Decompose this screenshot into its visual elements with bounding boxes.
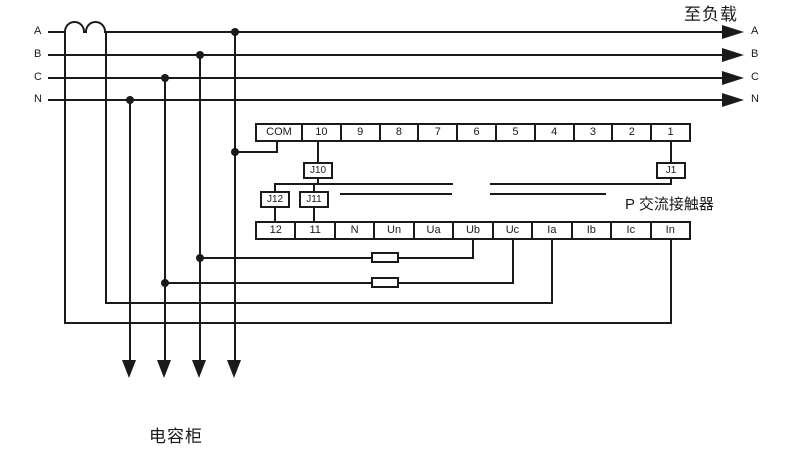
terminal-ub: Ub [452,223,491,238]
wire-ia-to-ct [105,302,553,304]
dropper-phase-a [234,32,236,362]
terminal-5: 5 [494,125,534,140]
wire-coil-bus-left [275,183,453,185]
terminal-6: 6 [456,125,495,140]
wire-coil-bus-right [490,183,672,185]
phase-label-right-n: N [751,93,759,105]
wire-in-to-ct [64,322,672,324]
terminal-un: Un [373,223,412,238]
dropper-phase-b [199,55,201,362]
terminal-ib: Ib [570,223,610,238]
wire-bus-j12 [274,183,276,191]
wire-j10-bus [317,179,319,185]
terminal-9: 9 [339,125,379,140]
terminal-7: 7 [417,125,456,140]
load-label: 至负载 [684,5,738,24]
fuse-uc [371,277,399,288]
terminal-strip-top: COM 10 9 8 7 6 5 4 3 2 1 [255,123,691,142]
relay-j11: J11 [299,191,329,208]
terminal-8: 8 [378,125,418,140]
contactor-label: P 交流接触器 [625,196,714,213]
wire-ub-to-b [199,257,474,259]
wire-uc-to-c [164,282,514,284]
terminal-ia: Ia [531,223,570,238]
wire-ct-lead-in [64,32,66,324]
terminal-n: N [333,223,373,238]
phase-label-left-b: B [34,48,42,60]
wire-omission-dash-left [340,193,452,195]
capacitor-cabinet-label: 电容柜 [149,427,203,446]
wire-ub-drop [472,240,474,259]
wire-uc-drop [512,240,514,284]
junction-dot [161,74,169,82]
terminal-4: 4 [533,125,573,140]
arrow-right-c-icon [722,71,744,85]
terminal-1: 1 [650,125,689,140]
wire-j11-terminal11 [313,208,315,221]
phase-label-left-n: N [34,93,42,105]
arrow-down-c-icon [157,360,171,378]
terminal-2: 2 [611,125,650,140]
wire-j1-bus [670,179,672,185]
phase-label-right-b: B [751,48,759,60]
wire-terminal1-j1 [670,142,672,162]
wire-ct-lead-ia [105,32,107,304]
junction-dot [126,96,134,104]
phase-label-left-a: A [34,25,42,37]
wire-in-drop [670,240,672,324]
wire-com-drop [276,142,278,153]
arrow-right-n-icon [722,93,744,107]
relay-j1: J1 [656,162,686,179]
current-transformer-icon [85,21,106,33]
terminal-11: 11 [294,223,333,238]
terminal-10: 10 [301,125,340,140]
phase-line-b [48,54,724,56]
arrow-down-a-icon [227,360,241,378]
phase-line-c [48,77,724,79]
relay-j12: J12 [260,191,290,208]
wire-ia-drop [551,240,553,304]
terminal-strip-bottom: 12 11 N Un Ua Ub Uc Ia Ib Ic In [255,221,691,240]
dropper-phase-n [129,100,131,362]
wire-j12-terminal12 [274,208,276,221]
wire-com-to-a [235,151,278,153]
terminal-in: In [649,223,689,238]
terminal-uc: Uc [491,223,531,238]
terminal-ua: Ua [412,223,452,238]
arrow-right-a-icon [722,25,744,39]
wire-bus-j11 [313,183,315,191]
dropper-phase-c [164,78,166,362]
junction-dot [196,51,204,59]
wire-terminal10-j10 [317,142,319,162]
phase-label-left-c: C [34,71,42,83]
phase-line-n [48,99,724,101]
junction-dot [231,28,239,36]
wire-omission-dash-right [490,193,606,195]
phase-label-right-c: C [751,71,759,83]
relay-j10: J10 [303,162,333,179]
phase-label-right-a: A [751,25,759,37]
terminal-3: 3 [572,125,612,140]
fuse-ub [371,252,399,263]
terminal-12: 12 [269,224,282,236]
arrow-down-n-icon [122,360,136,378]
phase-line-a [48,31,724,33]
terminal-com: COM [266,126,292,138]
terminal-ic: Ic [610,223,649,238]
current-transformer-icon [64,21,85,33]
arrow-down-b-icon [192,360,206,378]
arrow-right-b-icon [722,48,744,62]
